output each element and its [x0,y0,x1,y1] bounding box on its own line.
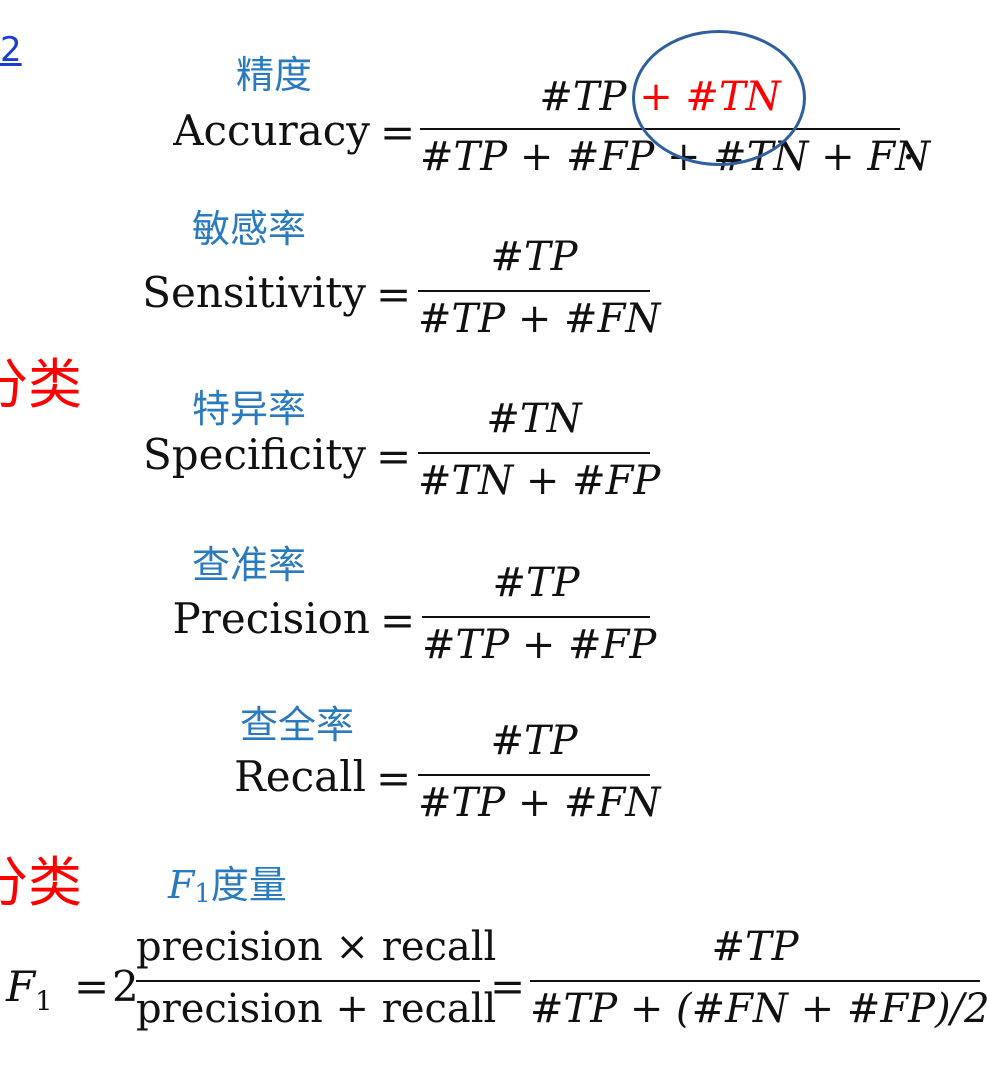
sensitivity-name: Sensitivity [142,268,366,317]
f1-fraction-2: #TP #TP + (#FN + #FP)/2 [530,924,987,1044]
recall-cn-label: 查全率 [240,703,355,747]
f1-fraction-2-denominator: #TP + (#FN + #FP)/2 [530,986,987,1032]
precision-fraction: #TP #TP + #FP [422,560,657,670]
f1-lhs: F1 [6,962,53,1017]
f1-fraction-1-denominator: precision + recall [136,986,497,1032]
precision-fraction-bar [422,616,650,618]
highlight-circle [632,30,806,166]
f1-fraction-2-bar [530,980,980,982]
specificity-fraction-bar [418,452,650,454]
f1-fraction-1-numerator: precision × recall [136,924,497,970]
recall-denominator: #TP + #FN [418,780,661,826]
sensitivity-equals: = [376,270,412,319]
precision-name: Precision [172,594,370,643]
specificity-fraction: #TN #TN + #FP [418,396,661,506]
f1-coefficient: 2 [112,962,139,1011]
f1-label: F1度量 [168,854,287,909]
accuracy-num-tp: #TP [539,74,627,120]
recall-name: Recall [234,752,366,801]
specificity-name: Specificity [142,430,366,479]
sensitivity-cn-label: 敏感率 [192,207,307,251]
sensitivity-fraction: #TP #TP + #FN [418,234,661,344]
specificity-numerator: #TN [486,396,582,442]
accuracy-name: Accuracy [173,106,370,155]
f1-lhs-f: F [6,962,36,1011]
classification-heading-top: 分类 [0,353,82,416]
f1-label-f: F [168,863,195,907]
f1-label-sub: 1 [194,879,211,910]
sensitivity-fraction-bar [418,290,650,292]
specificity-equals: = [376,432,412,481]
f1-lhs-sub: 1 [35,986,53,1018]
classification-heading-bottom: 分类 [0,851,82,914]
recall-fraction-bar [418,774,650,776]
recall-numerator: #TP [490,718,578,764]
accuracy-trailing-period: . [902,120,916,169]
f1-fraction-2-numerator: #TP [711,924,799,970]
recall-fraction: #TP #TP + #FN [418,718,661,828]
precision-equals: = [380,596,416,645]
f1-label-cn: 度量 [210,863,287,907]
f1-fraction-1: precision × recall precision + recall [136,924,497,1044]
precision-cn-label: 查准率 [192,543,307,587]
precision-denominator: #TP + #FP [422,622,657,668]
specificity-cn-label: 特异率 [192,387,307,431]
f1-equals-1: = [74,962,110,1011]
f1-equals-2: = [490,962,526,1011]
accuracy-equals: = [380,108,416,157]
cutoff-link-fragment[interactable]: 2 [0,30,22,70]
specificity-denominator: #TN + #FP [418,458,661,504]
sensitivity-numerator: #TP [490,234,578,280]
sensitivity-denominator: #TP + #FN [418,296,661,342]
precision-numerator: #TP [492,560,580,606]
f1-fraction-1-bar [136,980,480,982]
accuracy-cn-label: 精度 [236,53,313,97]
recall-equals: = [376,754,412,803]
